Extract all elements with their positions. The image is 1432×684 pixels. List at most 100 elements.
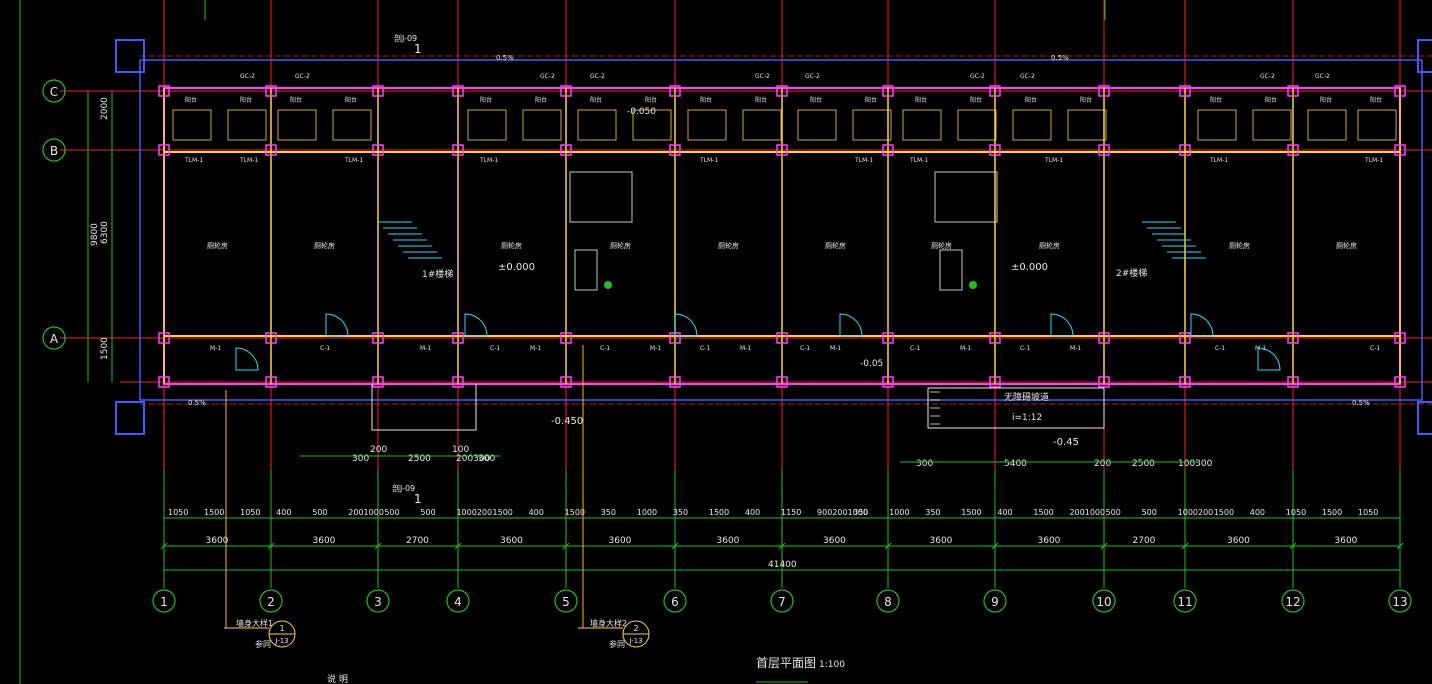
axis-bubble-11 (1173, 589, 1197, 613)
level-corridor: -0.05 (860, 359, 883, 369)
door-swing-7 (1257, 347, 1281, 371)
column-9-0 (989, 85, 1001, 97)
column-11-1 (1179, 144, 1191, 156)
room-layer: 厕轮房厕轮房厕轮房厕轮房厕轮房厕轮房厕轮房厕轮房厕轮房厕轮房阳台阳台阳台阳台阳台… (172, 73, 1397, 431)
column-6-3 (669, 376, 681, 388)
level-terrace: -0.050 (627, 107, 656, 117)
column-4-2 (452, 332, 464, 344)
lower-right-dim-0: 300 (916, 459, 933, 469)
balcony-name-13: 阳台 (970, 96, 982, 104)
corner-column-3 (1417, 401, 1432, 435)
column-13-1 (1394, 144, 1406, 156)
lower-right-dim-3: 2500 (1132, 459, 1155, 469)
bay-tick-3 (454, 542, 462, 550)
detail-dim-18: 9002001000 (817, 508, 868, 517)
door-code-3: C-1 (490, 345, 500, 352)
column-3-3 (372, 376, 384, 388)
detail-dim-0: 1050 (168, 508, 188, 517)
column-6-1 (669, 144, 681, 156)
detail-dim-22: 1500 (961, 508, 981, 517)
eave-outline (139, 59, 1423, 401)
detail-dim-17: 1150 (781, 508, 801, 517)
axis-bubble-label-C: C (50, 85, 58, 99)
detail-ref-2-ref: 参同 (609, 639, 625, 649)
axis-bubble-B (42, 138, 66, 162)
detail-ref-sheet-1: J-13 (628, 637, 642, 645)
detail-dim-33: 1050 (1358, 508, 1378, 517)
axis-bubble-4 (446, 589, 470, 613)
detail-dim-25: 2001000 (1069, 508, 1105, 517)
entry-canopy (371, 384, 477, 431)
column-7-0 (776, 85, 788, 97)
column-7-1 (776, 144, 788, 156)
axis-bubble-10 (1092, 589, 1116, 613)
door-code-north-8: TLM-1 (1209, 157, 1228, 164)
detail-dim-23: 400 (997, 508, 1012, 517)
column-10-2 (1098, 332, 1110, 344)
ramp-slope: i=1:12 (1012, 413, 1042, 423)
detail-dim-16: 400 (745, 508, 760, 517)
detail-dim-21: 350 (925, 508, 940, 517)
bay-tick-9 (1100, 542, 1108, 550)
door-code-north-6: TLM-1 (909, 157, 928, 164)
door-code-4: M-1 (530, 345, 541, 352)
axis-bubble-2 (259, 589, 283, 613)
bay-tick-6 (778, 542, 786, 550)
detail-dim-29: 1500 (1214, 508, 1234, 517)
balcony-name-19: 阳台 (1370, 96, 1382, 104)
slope-label-2: 0.5% (1051, 54, 1069, 62)
detail-ref-2-label: 墙身大样2 (590, 618, 627, 628)
balcony-name-9: 阳台 (755, 96, 767, 104)
bay-tick-7 (884, 542, 892, 550)
bay-dim-5: 3600 (717, 536, 740, 546)
room-name-7: 厕轮房 (1039, 241, 1060, 250)
door-code-north-0: TLM-1 (184, 157, 203, 164)
column-3-2 (372, 332, 384, 344)
detail-dim-26: 500 (1106, 508, 1121, 517)
slope-label-1: 0.5% (496, 54, 514, 62)
balcony-box-18 (1307, 109, 1347, 141)
left-dim-seg-0: 2000 (100, 97, 110, 120)
axis-bubble-label-B: B (50, 144, 58, 158)
window-code-8: GC-2 (1260, 73, 1275, 80)
detail-dim-3: 400 (276, 508, 291, 517)
ramp-label: 无障碍坡道 (1004, 391, 1049, 403)
column-1-0 (158, 85, 170, 97)
bay-tick-10 (1181, 542, 1189, 550)
door-code-north-4: TLM-1 (699, 157, 718, 164)
detail-dim-32: 1500 (1322, 508, 1342, 517)
lower-left-dim-5: 300 (478, 454, 495, 464)
detail-dim-4: 500 (312, 508, 327, 517)
axis-bubble-label-8: 8 (884, 595, 892, 609)
door-code-0: M-1 (210, 345, 221, 352)
window-code-4: GC-2 (755, 73, 770, 80)
door-code-7: C-1 (700, 345, 710, 352)
balcony-box-1 (227, 109, 267, 141)
balcony-name-6: 阳台 (590, 96, 602, 104)
column-3-1 (372, 144, 384, 156)
bay-dim-4: 3600 (609, 536, 632, 546)
axis-bubble-3 (366, 589, 390, 613)
bay-dim-6: 3600 (823, 536, 846, 546)
column-10-1 (1098, 144, 1110, 156)
axis-bubble-C (42, 79, 66, 103)
balcony-box-19 (1357, 109, 1397, 141)
column-11-3 (1179, 376, 1191, 388)
drawing-title: 首层平面图 (756, 656, 816, 670)
axis-bubble-label-10: 10 (1096, 595, 1111, 609)
door-code-12: M-1 (960, 345, 971, 352)
bay-dim-10: 3600 (1227, 536, 1250, 546)
axis-bubble-label-4: 4 (454, 595, 462, 609)
axis-bubble-8 (876, 589, 900, 613)
detail-dim-15: 1500 (709, 508, 729, 517)
room-name-0: 厕轮房 (207, 241, 228, 250)
detail-ref-1-label: 墙身大样1 (236, 618, 273, 628)
door-code-9: C-1 (800, 345, 810, 352)
level-floor-right: ±0.000 (1011, 262, 1048, 273)
balcony-name-7: 阳台 (645, 96, 657, 104)
column-4-3 (452, 376, 464, 388)
plant-0 (604, 281, 612, 289)
door-code-5: C-1 (600, 345, 610, 352)
